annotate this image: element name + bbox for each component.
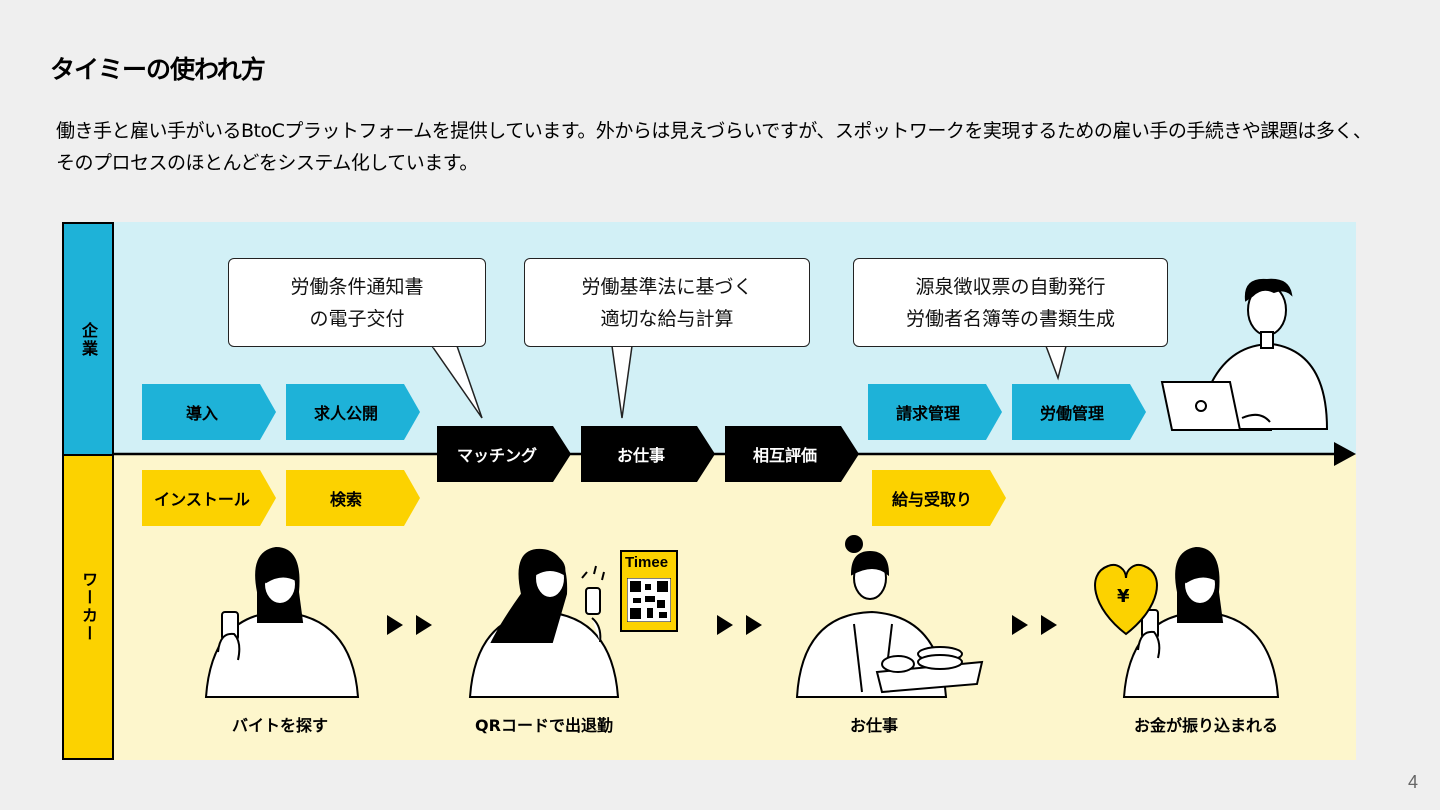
caption-qr-checkin: QRコードで出退勤 (475, 716, 613, 735)
caption-get-paid: お金が振り込まれる (1133, 716, 1278, 735)
callout-tail-1 (430, 345, 483, 419)
step-install: インストール (142, 470, 276, 526)
flow-arrows-2 (717, 615, 762, 635)
callout-tax-documents: 源泉徴収票の自動発行 労働者名簿等の書類生成 (853, 258, 1168, 347)
callout-1-line2: の電子交付 (309, 307, 405, 330)
timeline-arrowhead (1334, 442, 1356, 466)
worker-paid-illustration (1094, 546, 1280, 698)
office-worker-illustration (1160, 278, 1329, 431)
callout-tail-2 (611, 345, 633, 419)
flow-diagram: 企業 ワーカー (62, 222, 1356, 760)
callout-wage-calc: 労働基準法に基づく 適切な給与計算 (524, 258, 810, 347)
diagram-graphics (114, 278, 1356, 698)
callout-3-line1: 源泉徴収票の自動発行 (915, 275, 1106, 298)
callout-1-line1: 労働条件通知書 (290, 275, 424, 298)
lane-label-worker: ワーカー (62, 454, 114, 760)
step-receive-pay: 給与受取り (872, 470, 1006, 526)
callout-3-line2: 労働者名簿等の書類生成 (905, 307, 1115, 330)
worker-searching-illustration (204, 546, 360, 698)
page-title: タイミーの使われ方 (50, 55, 266, 84)
step-billing: 請求管理 (868, 384, 1002, 440)
yen-symbol: ¥ (1117, 586, 1130, 607)
step-work: お仕事 (581, 426, 715, 482)
page-number: 4 (1407, 772, 1418, 792)
qr-code-icon (627, 578, 671, 622)
worker-qr-illustration (468, 548, 620, 698)
page-description: 働き手と雇い手がいるBtoCプラットフォームを提供しています。外からは見えづらい… (56, 120, 1372, 174)
caption-work: お仕事 (849, 716, 898, 735)
lane-worker-text: ワーカー (79, 571, 98, 643)
timee-logo-text: Timee (625, 554, 669, 571)
callout-notice-document: 労働条件通知書 の電子交付 (228, 258, 486, 347)
step-onboarding: 導入 (142, 384, 276, 440)
step-search: 検索 (286, 470, 420, 526)
step-matching: マッチング (437, 426, 571, 482)
callout-tail-3 (1044, 345, 1067, 381)
callout-2-line2: 適切な給与計算 (600, 307, 734, 330)
worker-job-illustration (795, 535, 984, 698)
caption-find-job: バイトを探す (231, 716, 328, 735)
flow-arrows-1 (387, 615, 432, 635)
lane-company-text: 企業 (79, 321, 98, 358)
step-job-posting: 求人公開 (286, 384, 420, 440)
lane-label-company: 企業 (62, 222, 114, 455)
step-labor-management: 労働管理 (1012, 384, 1146, 440)
flow-arrows-3 (1012, 615, 1057, 635)
step-mutual-review: 相互評価 (725, 426, 859, 482)
heart-icon (1094, 564, 1158, 636)
timee-qr-logo: Timee (620, 550, 678, 632)
callout-2-line1: 労働基準法に基づく (581, 275, 753, 298)
